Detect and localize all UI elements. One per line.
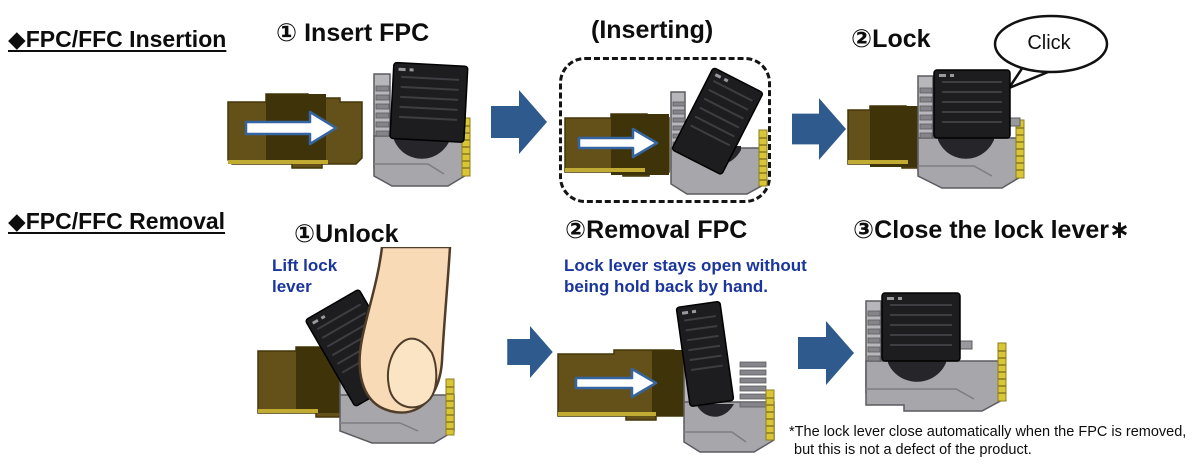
connector-open-removal (675, 300, 775, 453)
removal-section-title: ◆FPC/FFC Removal (8, 208, 226, 234)
removal-note: Lock lever stays open without being hold… (564, 256, 807, 296)
insert-direction-arrow-icon (577, 127, 659, 159)
next-step-arrow-icon (792, 98, 846, 160)
contact-pins (765, 389, 775, 441)
figure-insert-fpc (227, 61, 471, 187)
connector-locked (917, 69, 1025, 189)
lock-lever-tilted (671, 67, 763, 175)
next-step-arrow-icon (507, 326, 553, 378)
inserting-highlight-box (559, 57, 771, 203)
removal-step2-label: ②Removal FPC (565, 216, 748, 244)
insertion-step3-label: ②Lock (851, 25, 931, 53)
footnote: *The lock lever close automatically when… (789, 424, 1187, 459)
next-step-arrow-icon (798, 321, 854, 385)
insertion-section-title: ◆FPC/FFC Insertion (8, 26, 227, 52)
connector-open (373, 61, 471, 187)
figure-removal-fpc (557, 300, 775, 453)
removal-step3-label: ③Close the lock lever∗ (853, 216, 1130, 244)
click-label: Click (1027, 31, 1071, 54)
insert-direction-arrow-icon (244, 110, 338, 146)
removal-direction-arrow-icon (574, 367, 658, 399)
contact-pins (445, 378, 455, 436)
lock-lever-closed (933, 69, 1011, 139)
next-step-arrow-icon (491, 90, 547, 154)
fpc-cable (847, 105, 927, 169)
figure-lock (847, 69, 1025, 189)
figure-inserting (564, 67, 768, 195)
lock-lever-open (675, 300, 735, 407)
insertion-step1-label: ① Insert FPC (276, 19, 430, 47)
removal-step1-label: ①Unlock (294, 220, 399, 248)
figure-lever-closed (865, 292, 1007, 412)
connector-closed (865, 292, 1007, 412)
connector-inserting (670, 67, 768, 195)
click-bubble: Click (983, 12, 1115, 104)
contact-pins (758, 129, 768, 187)
lock-lever-open (389, 61, 469, 143)
lock-lever-closed (881, 292, 961, 362)
speech-bubble-icon (993, 14, 1109, 90)
figure-unlock (257, 247, 455, 444)
unlock-note: Lift lock lever (272, 256, 338, 296)
insertion-step2-label: (Inserting) (591, 16, 714, 44)
finger (358, 247, 452, 414)
